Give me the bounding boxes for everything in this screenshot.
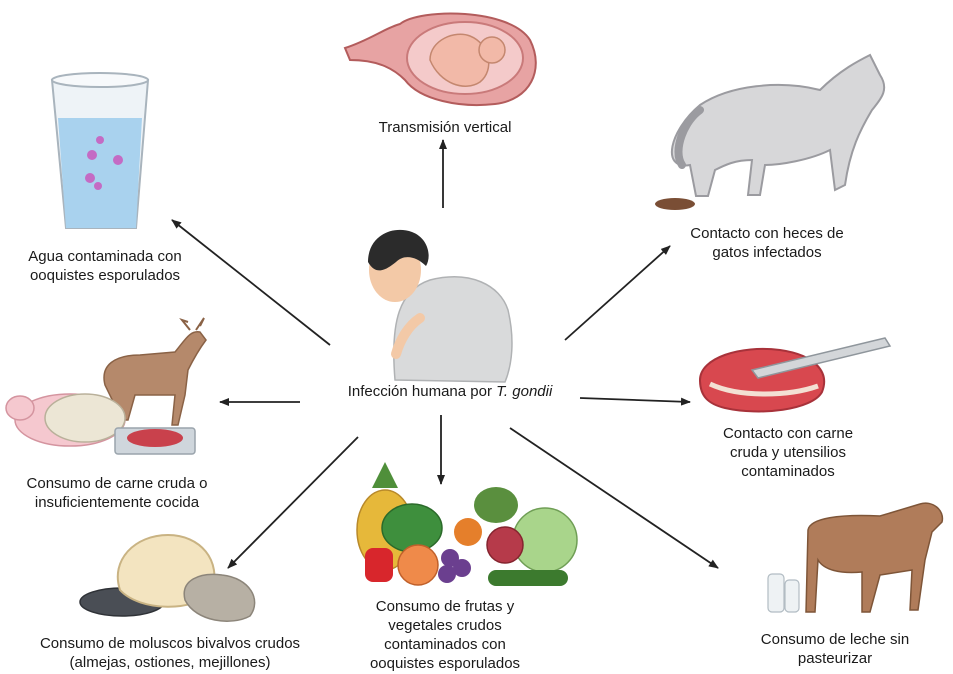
sick-person-illustration <box>368 230 512 382</box>
route-vertical-text: Transmisión vertical <box>379 119 512 136</box>
route-water-line1: Agua contaminada con <box>0 247 210 266</box>
route-mollusc-label: Consumo de moluscos bivalvos crudos (alm… <box>20 634 320 672</box>
route-water-label: Agua contaminada con ooquistes esporulad… <box>0 247 210 285</box>
produce-illustration <box>357 462 577 586</box>
route-raw-meat-label: Consumo de carne cruda o insuficientemen… <box>0 474 234 512</box>
route-cat-line2: gatos infectados <box>662 243 872 262</box>
route-utensils-label: Contacto con carne cruda y utensilios co… <box>688 424 888 481</box>
center-label: Infección humana por T. gondii <box>305 383 595 400</box>
route-cat-label: Contacto con heces de gatos infectados <box>662 224 872 262</box>
goat-milk-illustration <box>768 503 942 612</box>
route-utensils-line2: cruda y utensilios <box>688 443 888 462</box>
arrow-utensils <box>580 398 690 402</box>
route-utensils-line3: contaminados <box>688 462 888 481</box>
route-water-line2: ooquistes esporulados <box>0 266 210 285</box>
uterus-fetus-illustration <box>345 13 536 105</box>
route-produce-line2: vegetales crudos <box>340 616 550 635</box>
route-raw-meat-line1: Consumo de carne cruda o <box>0 474 234 493</box>
cat-illustration <box>655 55 884 210</box>
livestock-illustration <box>6 318 206 454</box>
arrow-cat <box>565 246 670 340</box>
center-label-species: T. gondii <box>496 383 552 400</box>
raw-meat-knife-illustration <box>700 338 890 411</box>
route-produce-line4: ooquistes esporulados <box>340 654 550 673</box>
route-milk-line1: Consumo de leche sin <box>735 630 935 649</box>
route-utensils-line1: Contacto con carne <box>688 424 888 443</box>
route-produce-label: Consumo de frutas y vegetales crudos con… <box>340 597 550 673</box>
route-milk-label: Consumo de leche sin pasteurizar <box>735 630 935 668</box>
water-glass-illustration <box>52 73 148 228</box>
route-mollusc-line2: (almejas, ostiones, mejillones) <box>20 653 320 672</box>
route-vertical-label: Transmisión vertical <box>345 118 545 137</box>
center-label-text: Infección humana por <box>348 383 496 400</box>
route-cat-line1: Contacto con heces de <box>662 224 872 243</box>
route-produce-line1: Consumo de frutas y <box>340 597 550 616</box>
arrow-mollusc <box>228 437 358 568</box>
route-mollusc-line1: Consumo de moluscos bivalvos crudos <box>20 634 320 653</box>
shellfish-illustration <box>80 535 255 621</box>
route-milk-line2: pasteurizar <box>735 649 935 668</box>
route-raw-meat-line2: insuficientemente cocida <box>0 493 234 512</box>
route-produce-line3: contaminados con <box>340 635 550 654</box>
